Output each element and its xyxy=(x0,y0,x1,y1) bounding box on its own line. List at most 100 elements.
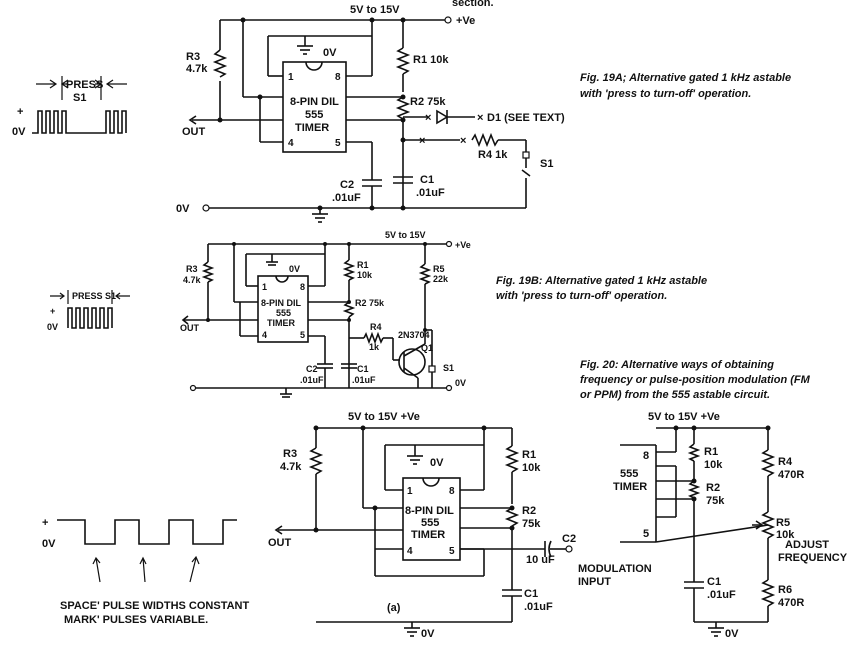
fig20b-circuit: 5V to 15V +Ve 555 TIMER 8 5 R1 10k R2 75… xyxy=(613,411,848,640)
svg-text:8: 8 xyxy=(449,486,455,497)
svg-text:1: 1 xyxy=(288,72,294,83)
fig20b-r4-resistor xyxy=(760,449,776,477)
fig20a-c2-label: C2 xyxy=(562,533,576,545)
fig20a-c2-value: 10 uF xyxy=(526,554,555,566)
fig20a-r2-label: R2 xyxy=(522,505,536,517)
fig20b-supply-label: 5V to 15V +Ve xyxy=(648,411,720,423)
fig20a-chip-line3: TIMER xyxy=(411,529,445,541)
fig19a-supply-label: 5V to 15V xyxy=(350,4,400,16)
fig19b-r5-value: 22k xyxy=(433,274,449,284)
fig19b-r3-resistor xyxy=(201,261,215,283)
fig20b-adjust-line2: FREQUENCY xyxy=(778,552,848,564)
fig19a-circuit: 5V to 15V +Ve R3 4.7k 0V 1 8 4 5 8-PIN D… xyxy=(12,4,791,223)
fig20b-timer-line2: TIMER xyxy=(613,481,647,493)
fig19a-ground-label: 0V xyxy=(176,203,190,215)
fig20-caption-line3: or PPM) from the 555 astable circuit. xyxy=(580,389,770,401)
fig20a-mod-line1: MODULATION xyxy=(578,563,652,575)
fig20a-out-label: OUT xyxy=(268,537,292,549)
fig19b-r2-resistor xyxy=(342,301,356,318)
fig19a-r2-resistor xyxy=(395,96,411,120)
fig19b-circuit: 5V to 15V +Ve R3 4.7k 0V 1 8 4 5 8-PIN D… xyxy=(47,230,707,398)
fig20b-adjust-line1: ADJUST xyxy=(785,539,829,551)
svg-text:1: 1 xyxy=(407,486,413,497)
svg-text:5: 5 xyxy=(643,528,649,540)
fig19a-c1-label: C1 xyxy=(420,174,434,186)
fig19b-r5-resistor xyxy=(418,263,432,285)
fig20b-r2-resistor xyxy=(687,480,701,499)
fig20b-r6-resistor xyxy=(760,579,776,607)
fig20b-r1-resistor xyxy=(687,443,701,462)
fig20a-c1-value: .01uF xyxy=(524,601,553,613)
svg-text:8: 8 xyxy=(300,282,305,292)
fig19b-chip-line3: TIMER xyxy=(267,318,295,328)
fig19a-c1-value: .01uF xyxy=(416,187,445,199)
fig20a-r3-resistor xyxy=(308,447,324,475)
fig20b-r1-label: R1 xyxy=(704,446,718,458)
fig20a-r3-value: 4.7k xyxy=(280,461,302,473)
fig20b-c1-label: C1 xyxy=(707,576,721,588)
fig20a-chip-line2: 555 xyxy=(421,517,439,529)
fig20a-555-chip xyxy=(402,477,461,561)
fig19b-gnd-right-label: 0V xyxy=(455,378,466,388)
fig19a-r3-label: R3 xyxy=(186,51,200,63)
fig19a-wave-plus: + xyxy=(17,106,23,118)
fig19b-wave-press: PRESS S1 xyxy=(72,291,116,301)
svg-text:4: 4 xyxy=(407,546,413,557)
svg-text:×: × xyxy=(419,135,425,147)
fig19b-q1-label: Q1 xyxy=(421,343,433,353)
fig20b-r6-value: 470R xyxy=(778,597,804,609)
fig19b-r4-resistor xyxy=(363,331,384,345)
fig19a-chip-line2: 555 xyxy=(305,109,323,121)
fig19a-s1-label: S1 xyxy=(540,158,553,170)
fig19a-555-chip xyxy=(282,61,347,153)
fig19a-r1-resistor xyxy=(395,47,411,75)
fig19a-d1-label: D1 (SEE TEXT) xyxy=(487,112,565,124)
svg-text:5: 5 xyxy=(449,546,455,557)
fig20a-r1-value: 10k xyxy=(522,462,541,474)
fig19a-r4-resistor xyxy=(471,132,499,148)
fig19a-caption-line2: with 'press to turn-off' operation. xyxy=(580,88,751,100)
fig19a-wave-0v: 0V xyxy=(12,126,26,138)
fig20b-r5-pot xyxy=(760,511,776,539)
fig20a-gnd-top-label: 0V xyxy=(430,457,444,469)
fig20a-r3-label: R3 xyxy=(283,448,297,460)
fig20b-c1-value: .01uF xyxy=(707,589,736,601)
fig20b-r1-value: 10k xyxy=(704,459,723,471)
fig19b-c2-value: .01uF xyxy=(300,375,324,385)
fig19b-gnd-label: 0V xyxy=(289,264,300,274)
fig19a-caption-line1: Fig. 19A; Alternative gated 1 kHz astabl… xyxy=(580,72,791,84)
fig19b-supply-label: 5V to 15V xyxy=(385,230,426,240)
fig19b-r1-value: 10k xyxy=(357,270,373,280)
fig19b-r1-resistor xyxy=(342,259,356,281)
section-fragment: section. xyxy=(452,0,494,9)
fig19b-caption-line2: with 'press to turn-off' operation. xyxy=(496,290,667,302)
fig20a-chip-line1: 8-PIN DIL xyxy=(405,505,454,517)
fig19a-gnd-label: 0V xyxy=(323,47,337,59)
fig19b-q1-transistor xyxy=(398,348,426,376)
fig19a-wave-s1: S1 xyxy=(73,92,86,104)
svg-text:5: 5 xyxy=(300,330,305,340)
fig20b-r2-label: R2 xyxy=(706,482,720,494)
fig19b-s1-label: S1 xyxy=(443,363,454,373)
fig19a-r3-value: 4.7k xyxy=(186,63,208,75)
fig19b-r3-value: 4.7k xyxy=(183,275,202,285)
fig20a-circuit: 5V to 15V +Ve R3 4.7k 0V 1 8 4 5 8-PIN D… xyxy=(268,411,652,640)
fig19b-r3-label: R3 xyxy=(186,264,198,274)
fig19a-c2-label: C2 xyxy=(340,179,354,191)
fig20b-gnd-label: 0V xyxy=(725,628,739,640)
svg-text:×: × xyxy=(425,112,431,124)
fig20-caption-line2: frequency or pulse-position modulation (… xyxy=(580,374,811,386)
fig19a-chip-line1: 8-PIN DIL xyxy=(290,96,339,108)
fig20a-r2-resistor xyxy=(504,507,520,527)
fig19b-c1-value: .01uF xyxy=(352,375,376,385)
fig19a-waveform: PRESS S1 + 0V xyxy=(12,76,127,138)
fig19a-r3-resistor xyxy=(212,49,228,78)
fig20b-r5-label: R5 xyxy=(776,517,790,529)
fig19b-r5-label: R5 xyxy=(433,264,445,274)
fig19a-chip-line3: TIMER xyxy=(295,122,329,134)
fig19b-s1-switch xyxy=(428,365,436,373)
fig20a-gnd-bottom-label: 0V xyxy=(421,628,435,640)
fig19b-waveform: PRESS S1 + 0V xyxy=(47,290,130,332)
fig19a-r2-label: R2 75k xyxy=(410,96,446,108)
